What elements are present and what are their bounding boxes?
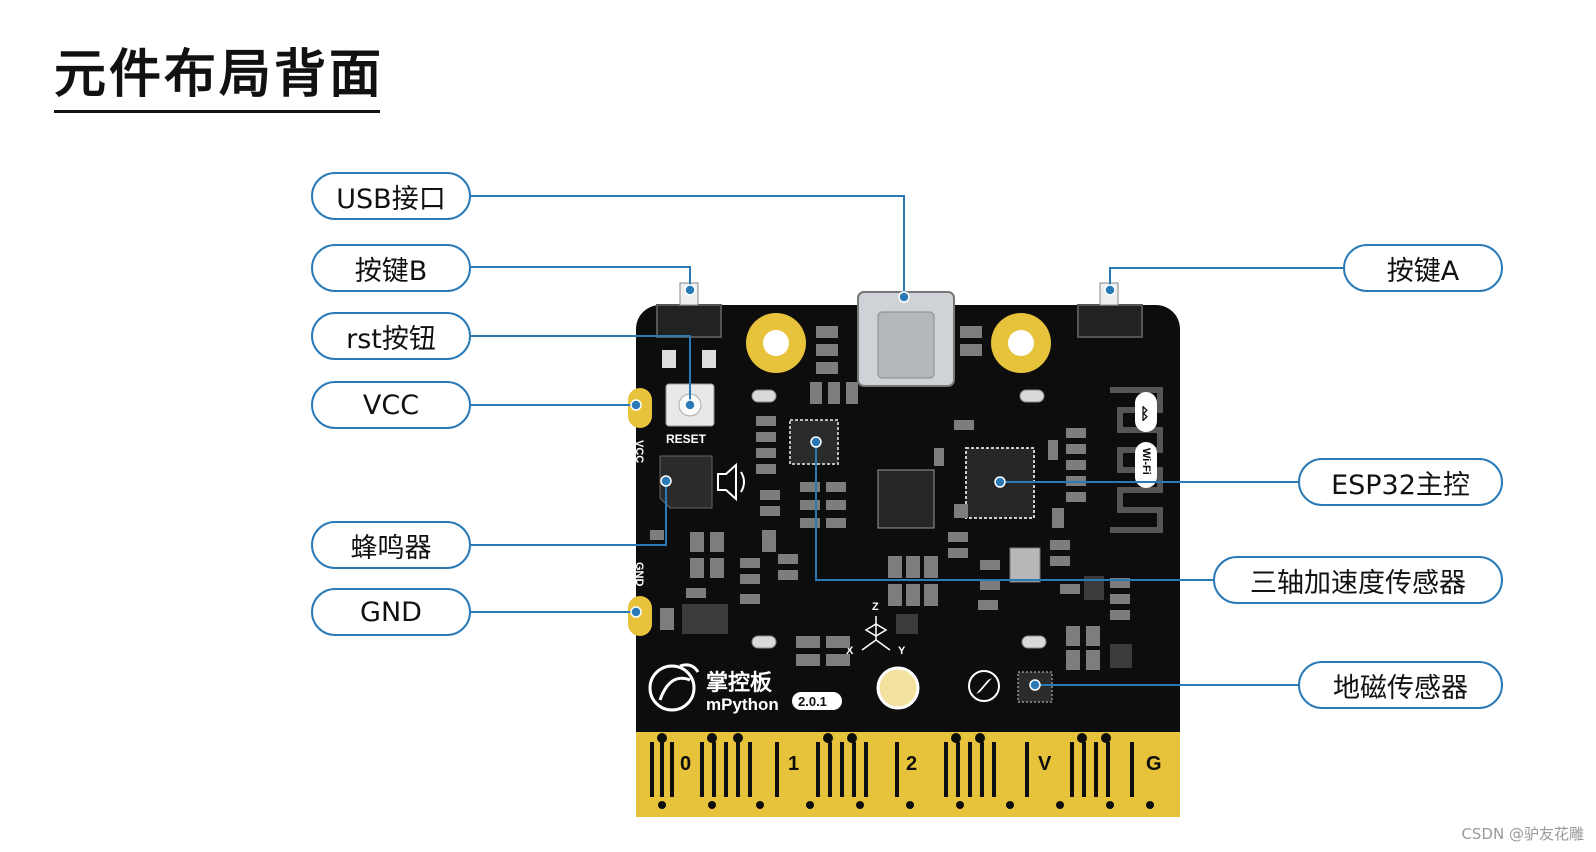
pin-label-1: 1 xyxy=(788,753,799,775)
callout-vcc: VCC xyxy=(311,381,471,429)
leader-lines xyxy=(470,195,1345,686)
pin-label-g: G xyxy=(1146,753,1162,775)
callout-gnd: GND xyxy=(311,588,471,636)
callout-mag: 地磁传感器 xyxy=(1298,661,1503,709)
mount-hole-right xyxy=(991,313,1051,373)
gnd-pad-text: GND xyxy=(633,562,645,587)
oval-pads xyxy=(751,389,1047,649)
reset-text: RESET xyxy=(666,432,707,446)
smd-components xyxy=(650,326,1132,670)
mount-hole-left xyxy=(746,313,806,373)
mpython-logo-icon xyxy=(648,663,700,712)
pin-label-0: 0 xyxy=(680,753,691,775)
callout-buzzer: 蜂鸣器 xyxy=(311,521,471,569)
key-a-leader xyxy=(1109,267,1345,290)
version-text: 2.0.1 xyxy=(798,694,827,709)
callout-usb: USB接口 xyxy=(311,172,471,220)
brand-en: mPython xyxy=(706,695,779,714)
bluetooth-icon xyxy=(1135,392,1157,432)
watermark: CSDN @驴友花雕 xyxy=(1461,825,1584,843)
key-b-leader xyxy=(470,266,691,290)
callout-esp32: ESP32主控 xyxy=(1298,458,1503,506)
svg-text:ᛒ: ᛒ xyxy=(1140,404,1150,423)
connector-traces xyxy=(650,733,1154,809)
usb-leader xyxy=(470,195,905,297)
axis-label-x: X xyxy=(846,645,854,657)
compass-icon xyxy=(968,670,1000,702)
pin-label-v: V xyxy=(1038,753,1052,775)
buzzer-leader xyxy=(470,481,667,546)
crystal xyxy=(1009,547,1041,583)
callout-rst: rst按钮 xyxy=(311,312,471,360)
version-badge xyxy=(792,692,842,710)
axis-label-z: Z xyxy=(872,601,879,613)
title-underline xyxy=(54,110,380,113)
callout-key-a: 按键A xyxy=(1343,244,1503,292)
light-sensor xyxy=(876,666,920,710)
pin-label-2: 2 xyxy=(906,753,917,775)
buzzer xyxy=(659,455,713,509)
vcc-pad-text: VCC xyxy=(633,440,645,463)
button-a xyxy=(1077,304,1143,338)
axis-icon xyxy=(861,616,891,651)
wifi-logo-text: Wi-Fi xyxy=(1140,448,1152,475)
accel-leader xyxy=(815,442,1214,581)
leader-dots xyxy=(630,284,1116,691)
callout-key-b: 按键B xyxy=(311,244,471,292)
flash-chip xyxy=(877,469,935,529)
callout-accel: 三轴加速度传感器 xyxy=(1213,556,1503,604)
button-b xyxy=(656,304,722,338)
brand-cn: 掌控板 xyxy=(706,670,773,696)
rst-leader xyxy=(470,335,691,405)
page-title: 元件布局背面 xyxy=(54,45,385,105)
speaker-icon xyxy=(717,462,745,502)
axis-label-y: Y xyxy=(898,645,906,657)
